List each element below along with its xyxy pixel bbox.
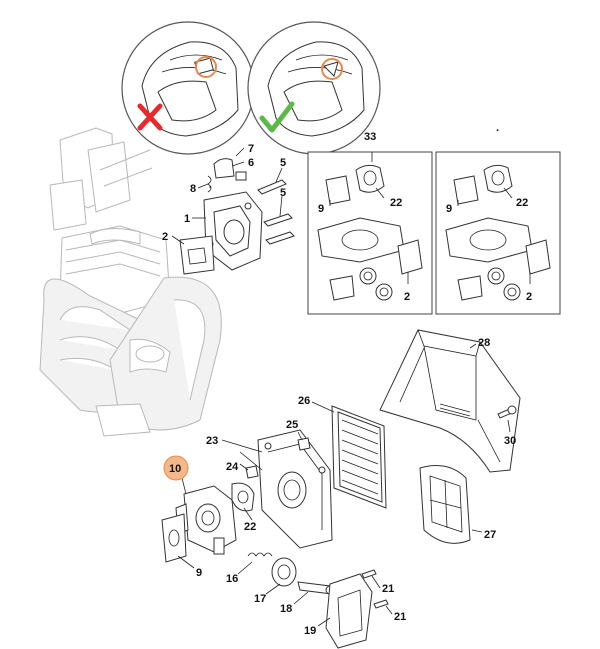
- callout-33: 33: [364, 131, 376, 143]
- callout-2-box2: 2: [526, 291, 532, 303]
- callout-22-lower: 22: [244, 521, 256, 533]
- callout-19: 19: [304, 625, 316, 637]
- callout-22-box1: 22: [390, 197, 402, 209]
- callout-9-lower: 9: [196, 567, 202, 579]
- callout-24: 24: [226, 461, 239, 473]
- filter-cover-part-28: [379, 329, 521, 473]
- callout-18: 18: [280, 603, 292, 615]
- callout-23: 23: [206, 435, 218, 447]
- carb-housing-part-23: [257, 429, 333, 549]
- callout-25: 25: [286, 419, 298, 431]
- callout-27: 27: [484, 529, 496, 541]
- callout-8: 8: [190, 183, 196, 195]
- grommet-part-17: [271, 557, 297, 587]
- callout-21-top: 21: [382, 583, 394, 595]
- callout-9-box2: 9: [446, 203, 452, 215]
- gasket-kit-box-33: [307, 151, 433, 315]
- callout-5-bottom: 5: [280, 187, 286, 199]
- callout-2: 2: [162, 231, 168, 243]
- callout-6: 6: [248, 157, 254, 169]
- nut-part-25: [297, 437, 311, 451]
- sensor-part-6-7: [213, 158, 247, 181]
- callout-16: 16: [226, 573, 238, 585]
- callout-30: 30: [504, 435, 516, 447]
- box2-header: ·: [496, 125, 500, 137]
- comparison-circle-wrong: [121, 21, 255, 155]
- screws-part-21: [361, 569, 389, 609]
- leader-lines: [171, 147, 531, 627]
- spring-part-16: [247, 552, 273, 557]
- nut-part-24: [245, 465, 259, 479]
- check-mark-icon: [259, 101, 295, 133]
- gasket-part-9-lower: [161, 513, 187, 563]
- callout-28: 28: [478, 337, 490, 349]
- callout-26: 26: [298, 395, 310, 407]
- callout-5-top: 5: [280, 157, 286, 169]
- callout-badge-10: [163, 455, 189, 481]
- callout-10: 10: [169, 463, 181, 475]
- gasket-kit-box-second: [435, 151, 561, 315]
- callout-21-bottom: 21: [394, 611, 406, 623]
- spring-part-8: [207, 175, 212, 193]
- air-filter-part-26: [331, 405, 387, 509]
- callout-17: 17: [254, 593, 266, 605]
- screw-part-30: [497, 405, 517, 419]
- shaft-part-18: [297, 581, 335, 595]
- callout-2-box1: 2: [404, 291, 410, 303]
- callout-22-box2: 22: [516, 197, 528, 209]
- intake-flange-part-1: [203, 191, 263, 271]
- filter-frame-part-27: [419, 465, 471, 544]
- bolts-part-5: [257, 179, 295, 245]
- callout-9-box1: 9: [318, 203, 324, 215]
- callout-1: 1: [184, 213, 190, 225]
- comparison-circle-right: [247, 21, 381, 155]
- cross-mark-icon: [137, 103, 163, 131]
- callout-7: 7: [248, 143, 254, 155]
- gasket-part-2: [179, 235, 215, 275]
- bracket-part-19: [325, 573, 373, 649]
- gasket-part-22-lower: [231, 482, 255, 512]
- engine-block-background: [39, 127, 222, 437]
